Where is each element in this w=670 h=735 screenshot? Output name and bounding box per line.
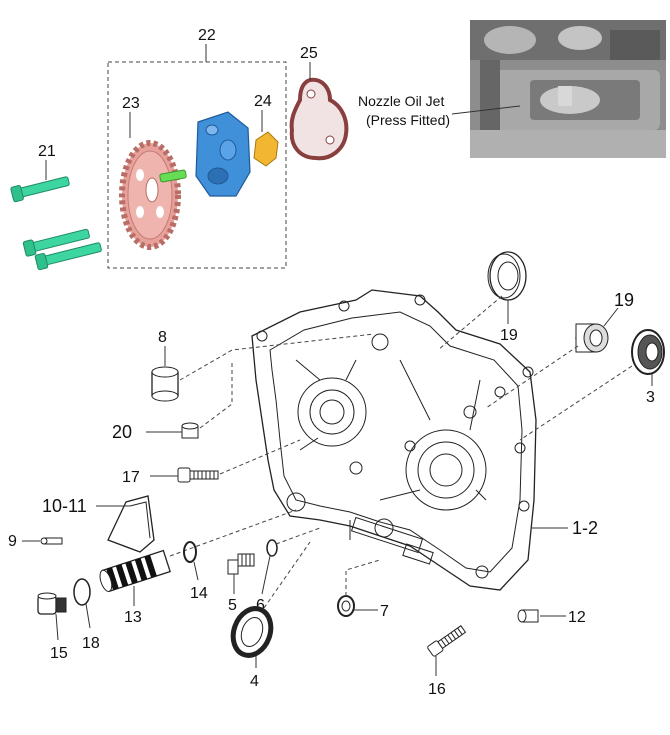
part-4-dash [263,541,311,609]
callout-23: 23 [122,95,140,112]
part-18-o-ring [73,578,91,606]
callout-13: 13 [124,609,142,626]
callout-25: 25 [300,45,318,62]
part-7-seal [337,595,355,617]
callout-9: 9 [8,533,17,550]
part-3-bearing [631,329,665,375]
part-17-dash [219,439,301,475]
part-19-needle-bearing [575,323,609,353]
part-19-right-leader [603,307,619,327]
callout-17: 17 [122,469,140,486]
callout-7: 7 [380,603,389,620]
part-6-dash [275,527,321,545]
part-13-dash [169,509,297,557]
part-20-dash [199,360,233,429]
part-15-leader [55,613,59,641]
part-21-bolts [10,176,102,271]
part-10-11-cover [107,495,155,553]
callout-3: 3 [646,389,655,406]
callout-5: 5 [228,597,237,614]
callout-14: 14 [190,585,208,602]
callout-12: 12 [568,609,586,626]
nozzle-note-line2: (Press Fitted) [366,112,451,128]
callout-19-top: 19 [500,327,518,344]
part-6-leader [261,555,271,595]
callout-1-2: 1-2 [572,518,598,538]
part-7-dash [345,559,381,596]
part-16-bolt [427,625,467,657]
part-9-screw [40,537,63,545]
part-17-bolt [177,467,219,483]
part-22-group-box [107,61,287,269]
part-12-dowel [517,609,539,623]
part-25-gasket [289,77,349,161]
callout-21: 21 [38,143,56,160]
part-3-dash [519,365,633,441]
part-24-oil-pump [195,111,279,197]
part-19-seal-top [487,251,527,301]
part-23-gear [119,140,187,250]
part-8-bushing [151,366,179,402]
part-4-seal [230,606,274,658]
callout-16: 16 [428,681,446,698]
callout-8: 8 [158,329,167,346]
part-20-dowel [181,422,199,439]
part-19-right-dash [485,345,579,409]
crankcase-body [251,289,537,591]
part-13-oil-strainer [99,549,171,593]
callout-19-right: 19 [614,290,634,310]
part-8-dash [179,333,375,381]
nozzle-leader [451,105,521,115]
part-15-drain-plug [37,592,67,615]
part-14-o-ring [183,541,197,563]
part-5-plug [227,553,255,575]
callout-4: 4 [250,673,259,690]
engine-photo-illustration [470,20,666,158]
callout-6: 6 [256,597,265,614]
part-6-washer [266,539,278,557]
callout-24: 24 [254,93,272,110]
engine-photo-inset [470,20,666,158]
callout-15: 15 [50,645,68,662]
nozzle-note-line1: Nozzle Oil Jet [358,93,445,109]
part-14-leader [193,561,199,581]
callout-10-11: 10-11 [42,496,87,516]
callout-18: 18 [82,635,100,652]
callout-22: 22 [198,27,216,44]
callout-20: 20 [112,422,132,442]
part-18-leader [85,603,91,629]
